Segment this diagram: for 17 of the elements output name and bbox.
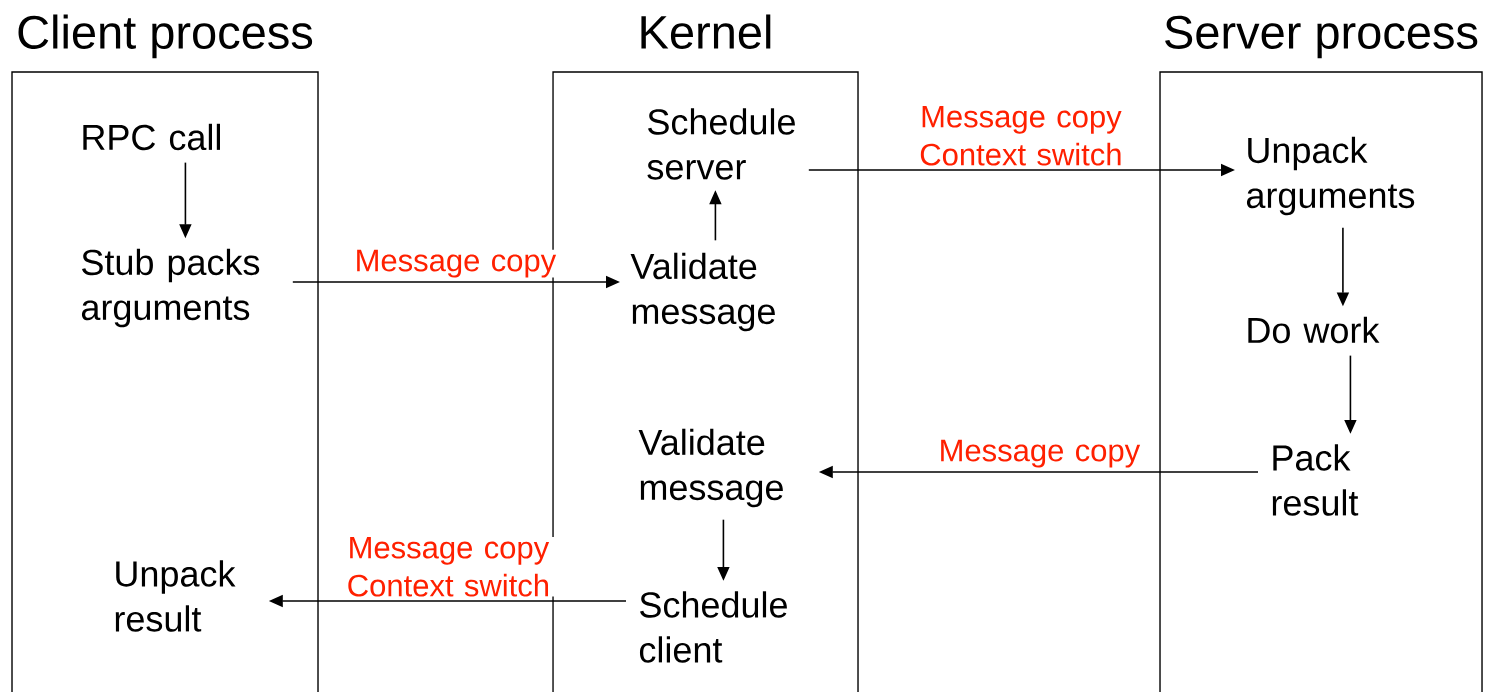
step-text: Pack result	[1272, 444, 1359, 516]
node-label: Server process	[1165, 15, 1478, 59]
step-text: Validate message	[630, 252, 775, 332]
edge-label: Message copy Context switch	[342, 537, 555, 597]
step-text: Validate message	[638, 428, 783, 508]
edge-label: Message copy	[349, 249, 562, 278]
node-label: Kernel	[641, 14, 771, 49]
step-text: Do work	[1248, 316, 1380, 344]
step-text: Stub packs arguments	[81, 248, 260, 328]
step-text: Schedule client	[639, 591, 787, 663]
step-text: Unpack result	[115, 560, 236, 632]
node-label: Client process	[18, 14, 313, 59]
edge-label: Message copy Context switch	[914, 105, 1127, 166]
step-text: Schedule server	[647, 108, 795, 180]
edge-label: Message copy	[933, 439, 1146, 468]
step-text: Unpack arguments	[1246, 136, 1415, 216]
step-text: RPC call	[83, 123, 220, 151]
